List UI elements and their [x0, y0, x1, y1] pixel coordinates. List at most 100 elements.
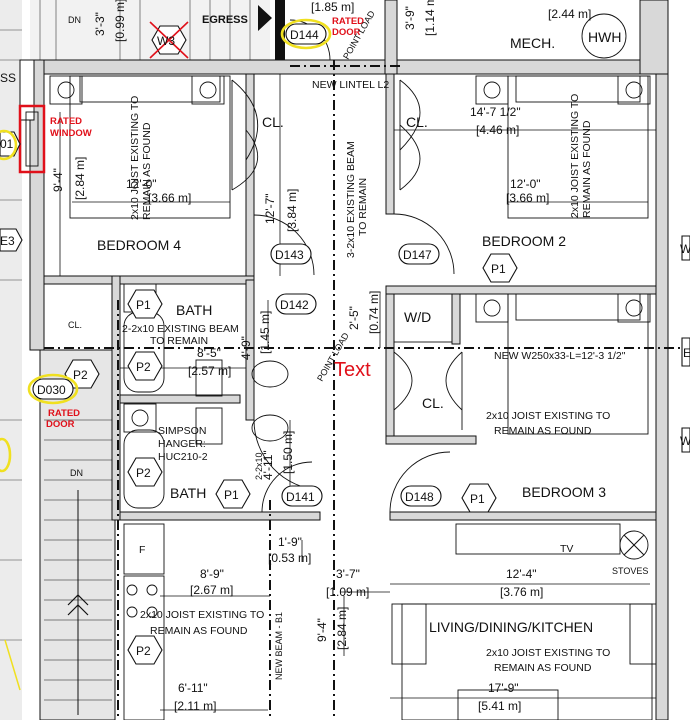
dim-4-46: [4.46 m]: [476, 123, 519, 137]
left-corridor: [0, 0, 22, 720]
dim-9-4-b: 9'-4": [315, 618, 329, 642]
dim-3-3: 3'-3": [93, 12, 107, 36]
tag-ss: SS: [0, 71, 16, 85]
note-rated-window-a: RATED: [50, 116, 82, 127]
dim-3-9: 3'-9": [403, 6, 417, 30]
note-new-beam: NEW W250x33-L=12'-3 1/2": [494, 350, 626, 362]
beams: [44, 60, 690, 720]
dim-2-67: [2.67 m]: [190, 583, 233, 597]
room-label-bath-lower: BATH: [170, 485, 206, 501]
dim-4-9: 4'-9": [239, 336, 253, 360]
note-rated-door-2a: RATED: [48, 408, 80, 419]
note-joist-4a: 2x10 JOIST EXISTING TO: [140, 609, 264, 621]
door-tag-d144: D144: [290, 28, 319, 42]
dim-0-74: [0.74 m]: [367, 291, 381, 334]
door-tag-d147: D147: [403, 248, 432, 262]
door-swings: [253, 19, 455, 513]
note-rated-door-1b: DOOR: [332, 27, 361, 38]
room-label-living: LIVING/DINING/KITCHEN: [429, 619, 593, 635]
tag-e-edge: E: [683, 346, 690, 360]
note-joist-3a: 2x10 JOIST EXISTING TO: [486, 410, 610, 422]
door-tag-d143: D143: [275, 248, 304, 262]
dim-12-0-a: 12'-0": [126, 177, 157, 191]
dim-1-50: [1.50 m]: [281, 431, 295, 474]
tv-label: TV: [560, 543, 573, 555]
dim-8-5: 8'-5": [197, 346, 221, 360]
hwh-label: HWH: [588, 29, 621, 45]
note-joist-1b: REMAIN AS FOUND: [141, 122, 153, 220]
note-rated-door-2b: DOOR: [46, 419, 75, 430]
tag-p2-bath-upper: P2: [136, 360, 151, 374]
dim-1-45: [1.45 m]: [258, 311, 272, 354]
dn-label-top: DN: [68, 15, 81, 25]
room-label-mech: MECH.: [510, 35, 555, 51]
door-tag-d141: D141: [286, 490, 315, 504]
top-stair: [30, 0, 285, 62]
note-joist-3b: REMAIN AS FOUND: [494, 425, 592, 437]
tag-p2-kitchen: P2: [136, 644, 151, 658]
dn-label-stair: DN: [70, 468, 83, 478]
dimension-lines: [59, 74, 656, 711]
dim-14-7: 14'-7 1/2": [470, 105, 521, 119]
tag-w-edge-2: W: [680, 434, 690, 448]
dim-5-41: [5.41 m]: [478, 699, 521, 713]
closet-label-2: CL.: [406, 114, 428, 130]
dim-3-66-a: [3.66 m]: [148, 191, 191, 205]
door-tag-d030: D030: [37, 383, 66, 397]
tag-w-edge-1: W: [680, 242, 690, 256]
dim-12-7: 12'-7": [263, 193, 277, 224]
dim-9-4-a: 9'-4": [51, 168, 65, 192]
closet-doors: [231, 79, 463, 430]
dim-3-66-b: [3.66 m]: [506, 191, 549, 205]
tag-p1-bedroom2: P1: [491, 262, 506, 276]
note-2-2x10: 2-2x10: [254, 452, 264, 480]
note-rated-window-b: WINDOW: [50, 128, 92, 139]
dim-3-76: [3.76 m]: [500, 585, 543, 599]
dim-17-9: 17'-9": [488, 681, 519, 695]
note-simpson-a: SIMPSON: [158, 425, 206, 437]
note-joist-2b: REMAIN AS FOUND: [581, 120, 593, 218]
tag-01: 01: [0, 137, 14, 151]
dim-1-14: [1.14 m: [423, 0, 437, 36]
closet-label-4: CL.: [68, 320, 82, 330]
wd-box: [393, 293, 453, 343]
dim-1-9: 1'-9": [278, 535, 302, 549]
note-new-beam-b1: NEW BEAM - B1: [274, 612, 284, 680]
dim-12-0-b: 12'-0": [510, 177, 541, 191]
dim-2-57: [2.57 m]: [188, 364, 231, 378]
note-beam-existing-b: TO REMAIN: [357, 178, 369, 236]
walls: [19, 0, 669, 720]
note-simpson-b: HANGER:: [158, 438, 206, 450]
tag-p2-stair: P2: [73, 368, 88, 382]
dim-1-85: [1.85 m]: [311, 0, 354, 14]
bath-fixtures: [123, 311, 289, 509]
dim-0-53: [0.53 m]: [268, 551, 311, 565]
door-tag-d148: D148: [405, 490, 434, 504]
wd-label: W/D: [404, 309, 431, 325]
dim-0-99: [0.99 m]: [113, 0, 127, 42]
dim-2-11: [2.11 m]: [174, 699, 216, 713]
room-label-bath-upper: BATH: [176, 302, 212, 318]
tag-p2-bath-lower: P2: [136, 466, 151, 480]
dim-8-9: 8'-9": [200, 567, 224, 581]
tag-p1-bath-lower: P1: [224, 488, 239, 502]
note-text-red: Text: [334, 359, 371, 381]
note-joist-5a: 2x10 JOIST EXISTING TO: [486, 647, 610, 659]
dim-2-84-a: [2.84 m]: [73, 157, 87, 200]
stair: [39, 349, 116, 720]
dim-3-7: 3'-7": [336, 567, 360, 581]
dim-2-84-b: [2.84 m]: [335, 607, 349, 650]
closet-label-3: CL.: [422, 395, 444, 411]
note-simpson-c: HUC210-2: [158, 451, 208, 463]
note-joist-1a: 2x10 JOIST EXISTING TO: [129, 96, 141, 220]
dim-6-11: 6'-11": [178, 681, 208, 695]
note-joist-2a: 2x10 JOIST EXISTING TO: [569, 94, 581, 218]
room-label-bedroom-3: BEDROOM 3: [522, 484, 606, 500]
tag-e3: E3: [0, 234, 15, 248]
note-rated-door-1a: RATED: [332, 16, 364, 27]
note-joist-5b: REMAIN AS FOUND: [494, 662, 592, 674]
dim-4-11: 4'-11": [261, 450, 275, 480]
tag-p1-bedroom3: P1: [470, 492, 485, 506]
appliances: [123, 13, 657, 720]
